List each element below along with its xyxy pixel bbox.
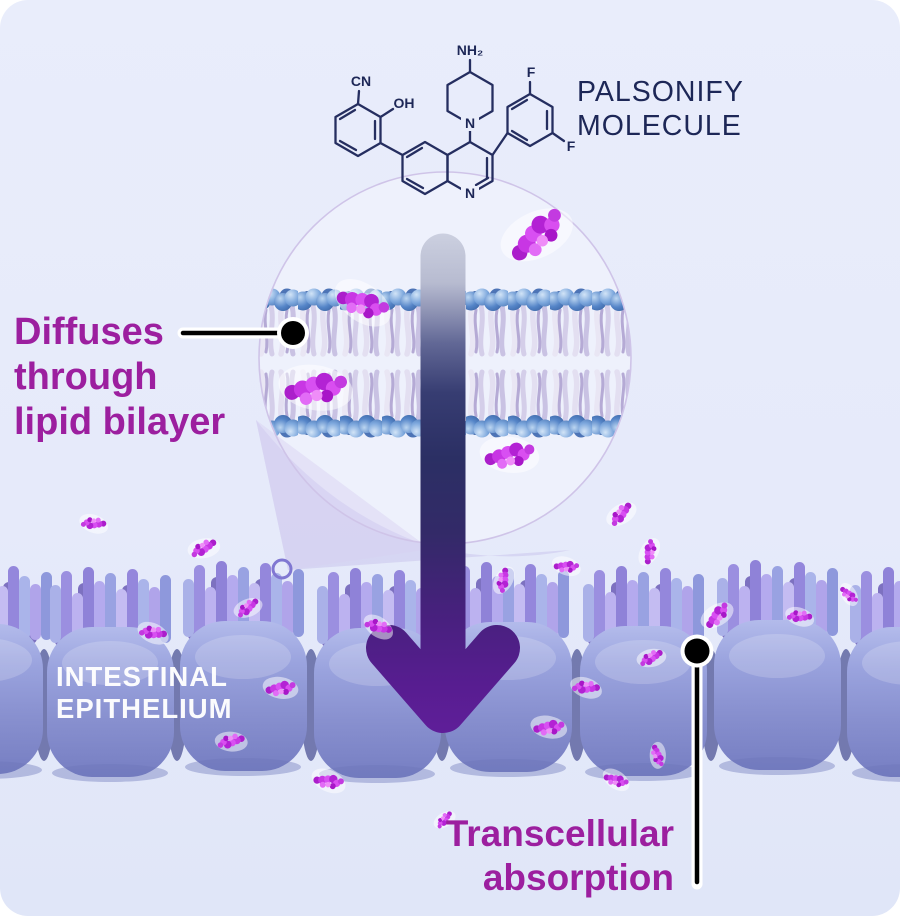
transcellular-line1: Transcellular xyxy=(446,813,674,854)
epithelium-label-line2: EPITHELIUM xyxy=(56,693,233,724)
atom-label-f-bottom: F xyxy=(567,138,576,154)
cell-bottom-shadows xyxy=(0,757,900,783)
epithelial-cell xyxy=(580,626,707,776)
pointer-dot xyxy=(684,638,710,664)
arrow-head xyxy=(366,625,520,733)
atom-label-n-piperidine: N xyxy=(465,115,475,131)
molecule-name-line2: MOLECULE xyxy=(577,110,742,142)
pointer-dot xyxy=(281,321,305,345)
diffuses-line1: Diffuses xyxy=(14,311,164,353)
magnifier-beam xyxy=(256,420,570,570)
beam-target-marker xyxy=(271,558,293,580)
drug-molecule xyxy=(633,534,665,570)
molecule-name-line1: PALSONIFY xyxy=(577,76,744,108)
transcellular-pointer xyxy=(680,634,714,890)
absorption-arrow xyxy=(366,233,520,733)
drug-molecule xyxy=(185,535,222,561)
epithelial-cell xyxy=(847,627,900,777)
diffuses-line2: through xyxy=(14,356,158,398)
atom-label-n-quinoline: N xyxy=(465,185,475,201)
transcellular-callout: Transcellular absorption xyxy=(446,813,674,898)
intestinal-epithelium: INTESTINAL EPITHELIUM xyxy=(0,560,900,783)
atom-label-f-top: F xyxy=(527,64,536,80)
diffuses-callout: Diffuses through lipid bilayer xyxy=(14,311,225,443)
molecule-name: PALSONIFY MOLECULE xyxy=(577,76,744,142)
atom-label-oh: OH xyxy=(394,95,415,111)
chemical-structure-labels: CN OH NH₂ N N F F xyxy=(351,42,576,201)
diffuses-pointer xyxy=(177,317,309,349)
diffuses-line3: lipid bilayer xyxy=(14,401,225,443)
drug-molecule xyxy=(76,510,111,538)
epithelial-cell xyxy=(714,620,841,770)
drug-molecule xyxy=(602,497,641,532)
epithelium-label-line1: INTESTINAL xyxy=(56,661,228,692)
atom-label-cn: CN xyxy=(351,73,371,89)
epithelial-cell xyxy=(47,627,174,777)
drug-molecule xyxy=(649,741,666,769)
epithelial-cell xyxy=(180,621,307,771)
atom-label-nh2: NH₂ xyxy=(457,42,483,58)
transcellular-line2: absorption xyxy=(483,857,674,898)
epithelial-cell xyxy=(0,624,43,774)
